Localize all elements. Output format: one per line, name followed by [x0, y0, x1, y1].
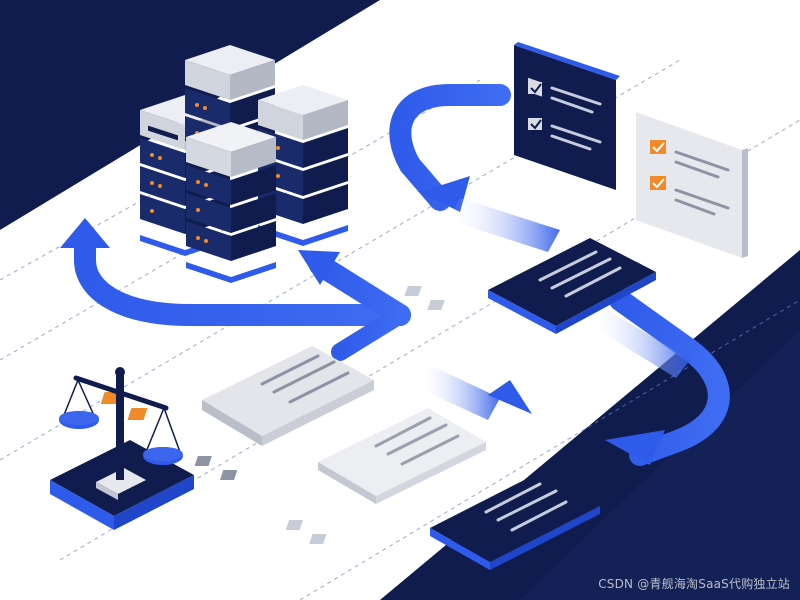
- checkbox-icon: [404, 286, 422, 296]
- watermark-text: CSDN @青舰海淘SaaS代购独立站: [598, 577, 790, 591]
- flow-center-to-doc: [331, 306, 409, 361]
- checkbox-icon: [650, 176, 666, 190]
- checkbox-icon: [100, 392, 121, 404]
- arrow-icon: [605, 430, 665, 465]
- arrow-icon: [298, 250, 340, 285]
- flow-fade-lower: [590, 305, 690, 378]
- checklist-card-icon: [194, 408, 486, 504]
- checklist-card-icon: [285, 472, 600, 570]
- flow-center-up: [309, 254, 411, 326]
- checkbox-icon: [650, 140, 666, 154]
- flow-fade-middle: [418, 365, 500, 420]
- arrow-icon: [488, 380, 532, 414]
- flow-top-loop: [389, 84, 511, 211]
- checkbox-icon: [427, 300, 445, 310]
- checkbox-icon: [285, 520, 304, 530]
- flow-loop-left: [74, 229, 411, 326]
- checkbox-icon: [127, 408, 148, 420]
- server-icon: [258, 85, 348, 246]
- server-icon: [186, 122, 276, 283]
- checklist-card-icon: [100, 346, 374, 446]
- checkbox-icon: [220, 470, 238, 480]
- background-band-bottom-right-light: [520, 330, 800, 600]
- checkbox-icon: [528, 82, 542, 94]
- checkbox-icon: [309, 534, 327, 544]
- arrow-heads: [60, 176, 665, 465]
- flow-fade-upper: [448, 198, 560, 252]
- server-cluster: [140, 45, 348, 283]
- arrow-icon: [60, 218, 110, 248]
- checkbox-icon: [194, 456, 212, 466]
- flow-right-lane: [609, 289, 730, 466]
- scales-of-justice-icon: [50, 367, 194, 530]
- checklist-card-icon: [636, 112, 748, 258]
- checkbox-icon: [528, 118, 542, 130]
- flow-lines: [74, 84, 730, 466]
- checklist-card-icon: [404, 238, 656, 334]
- checklist-card-icon: [514, 42, 620, 190]
